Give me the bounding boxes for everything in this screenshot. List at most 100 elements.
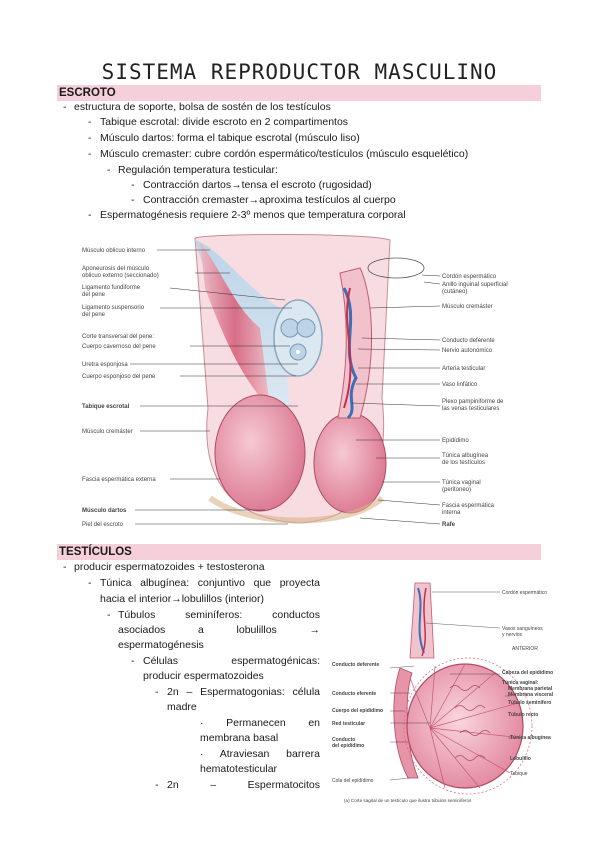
scrotum-anatomy-figure: Músculo oblicuo interno Aponeurosis del …	[82, 233, 508, 528]
fig-label: Cuerpo esponjoso del pene	[82, 374, 156, 380]
testiculos-item: Túbulos seminíferos: conductos	[118, 609, 320, 621]
bullet-dash: -	[63, 101, 67, 113]
escroto-item: Contracción cremaster→aproxima testículo…	[143, 194, 396, 206]
testiculos-item: producir espermatozoides	[143, 670, 264, 682]
cord-artery	[421, 587, 427, 657]
fig-label: Túnica vaginal:	[502, 680, 539, 686]
testiculos-item: · Atraviesan barrera	[200, 748, 320, 760]
fig-label: Fascia espermática externa	[82, 477, 156, 483]
fig-label: Conducto deferente	[442, 338, 495, 344]
corpus-cavernosum-left	[280, 318, 300, 338]
fig-label: Tabique	[510, 771, 528, 777]
fig-label: interna	[442, 510, 461, 516]
escroto-item: Músculo cremaster: cubre cordón espermát…	[100, 148, 469, 160]
fig-label: Cabeza del epidídimo	[502, 670, 553, 676]
fig-label: del pene	[82, 292, 106, 298]
bullet-dash: -	[155, 686, 159, 698]
bullet-dash: -	[107, 164, 111, 176]
bullet-dash: -	[88, 209, 92, 221]
escroto-item: Tabique escrotal: divide escroto en 2 co…	[100, 116, 349, 128]
scrotal-skin-rafe	[208, 495, 385, 524]
testiculos-item: espermatogénesis	[118, 639, 204, 651]
testiculos-item: membrana basal	[200, 732, 279, 744]
fig-label: Cordón espermático	[442, 274, 497, 280]
testicle-sagittal-figure: Cordón espermático Vasos sanguíneos y ne…	[332, 582, 554, 803]
fig-label: Vasos sanguíneos	[502, 626, 543, 632]
fig-label: Conducto deferente	[332, 662, 379, 668]
fig-label: Conducto	[332, 737, 355, 743]
left-testicle	[214, 394, 306, 512]
left-cremaster-muscle	[200, 242, 270, 408]
fig-label: Cuerpo del epidídimo	[332, 708, 383, 714]
bullet-dash: -	[63, 561, 67, 573]
penis-cross-section	[273, 299, 323, 377]
bullet-dash: -	[88, 116, 92, 128]
testiculos-item: madre	[167, 701, 197, 713]
fig-label: Tabique escrotal	[82, 404, 130, 410]
leader-lines-left	[130, 249, 298, 525]
fig-label: del epidídimo	[332, 743, 364, 749]
fig-label: Túnica albugínea	[510, 735, 551, 741]
fig-label: Cordón espermático	[502, 590, 547, 596]
fig-label: Vaso linfático	[442, 382, 478, 388]
fig-label: Túbulo seminífero	[508, 700, 551, 706]
fig-label: Fascia espermática	[442, 503, 495, 509]
fig-label: Anillo inguinal superficial	[442, 282, 508, 288]
fig-label: Piel del escroto	[82, 522, 124, 528]
testiculos-item: hematotesticular	[200, 763, 278, 775]
fig-label: Corte transversal del pene:	[82, 334, 154, 340]
testiculos-item: producir espermatozoides + testosterona	[74, 561, 265, 573]
section-heading-testiculos: TESTÍCULOS	[57, 544, 541, 560]
testicular-artery	[343, 287, 352, 409]
testiculos-item: asociados a lobulillos →	[118, 624, 320, 636]
pampiniform-plexus	[342, 287, 358, 420]
fig-label: (peritoneo)	[442, 487, 471, 493]
bullet-dash: -	[155, 779, 159, 791]
escroto-item: Regulación temperatura testicular:	[118, 164, 278, 176]
corpus-cavernosum-right	[296, 318, 316, 338]
fig-label: oblicuo externo (seccionado)	[82, 273, 159, 279]
fig-label: Cola del epidídimo	[332, 778, 374, 784]
fig-label: Rafe	[442, 522, 456, 528]
fig-label: Membrana visceral	[508, 692, 554, 698]
fig-label: Arteria testicular	[442, 366, 485, 372]
fig-label: Cuerpo cavernoso del pene	[82, 344, 156, 350]
fig-label: Aponeurosis del músculo	[82, 266, 150, 272]
cord-vessels	[417, 587, 425, 654]
bullet-dash: -	[88, 132, 92, 144]
bullet-dash: -	[88, 148, 92, 160]
section-heading-escroto: ESCROTO	[57, 85, 541, 101]
bullet-dash: -	[131, 194, 135, 206]
fig-label: Músculo cremáster	[82, 429, 133, 435]
fig-label: (cutáneo)	[442, 289, 467, 295]
escroto-item: estructura de soporte, bolsa de sostén d…	[74, 101, 331, 113]
fig-label: Epidídimo	[442, 438, 469, 444]
spermatic-cord	[409, 582, 435, 659]
fig-label: Túnica vaginal	[442, 480, 481, 486]
testiculos-item: 2n – Espermatogonias: célula	[167, 686, 320, 698]
fig-label: Membrana parietal	[508, 686, 553, 692]
bullet-dash: -	[88, 577, 92, 589]
escroto-item: Espermatogénesis requiere 2-3º menos que…	[100, 209, 406, 221]
bullet-dash: -	[131, 179, 135, 191]
escroto-item: Contracción dartos→tensa el escroto (rug…	[143, 179, 372, 191]
fig-label: Conducto eferente	[332, 691, 376, 697]
fig-label: Túnica albugínea	[442, 453, 489, 459]
bullet-dash: -	[107, 609, 111, 621]
fig-label: Lobulillo	[510, 756, 531, 762]
testiculos-item: 2n – Espermatocitos	[167, 779, 320, 791]
leader-lines-right	[351, 274, 441, 525]
page-title: SISTEMA REPRODUCTOR MASCULINO	[101, 60, 498, 84]
fig-label: Ligamento fundiforme	[82, 285, 141, 291]
fig-label: Red testicular	[332, 721, 365, 727]
escroto-item: Músculo dartos: forma el tabique escrota…	[100, 132, 360, 144]
bullet-dash: -	[131, 655, 135, 667]
fig-label: de los testículos	[442, 460, 485, 466]
fig-label: Músculo dartos	[82, 508, 127, 514]
testiculos-item: hacia el interior→lobulillos (interior)	[100, 593, 264, 605]
fig-label: Ligamento suspensorio	[82, 305, 145, 311]
fig-label: del pene	[82, 312, 106, 318]
seminiferous-tubules	[449, 685, 491, 761]
tunica-vaginalis	[403, 657, 533, 795]
testiculos-item: · Permanecen en	[200, 717, 320, 729]
